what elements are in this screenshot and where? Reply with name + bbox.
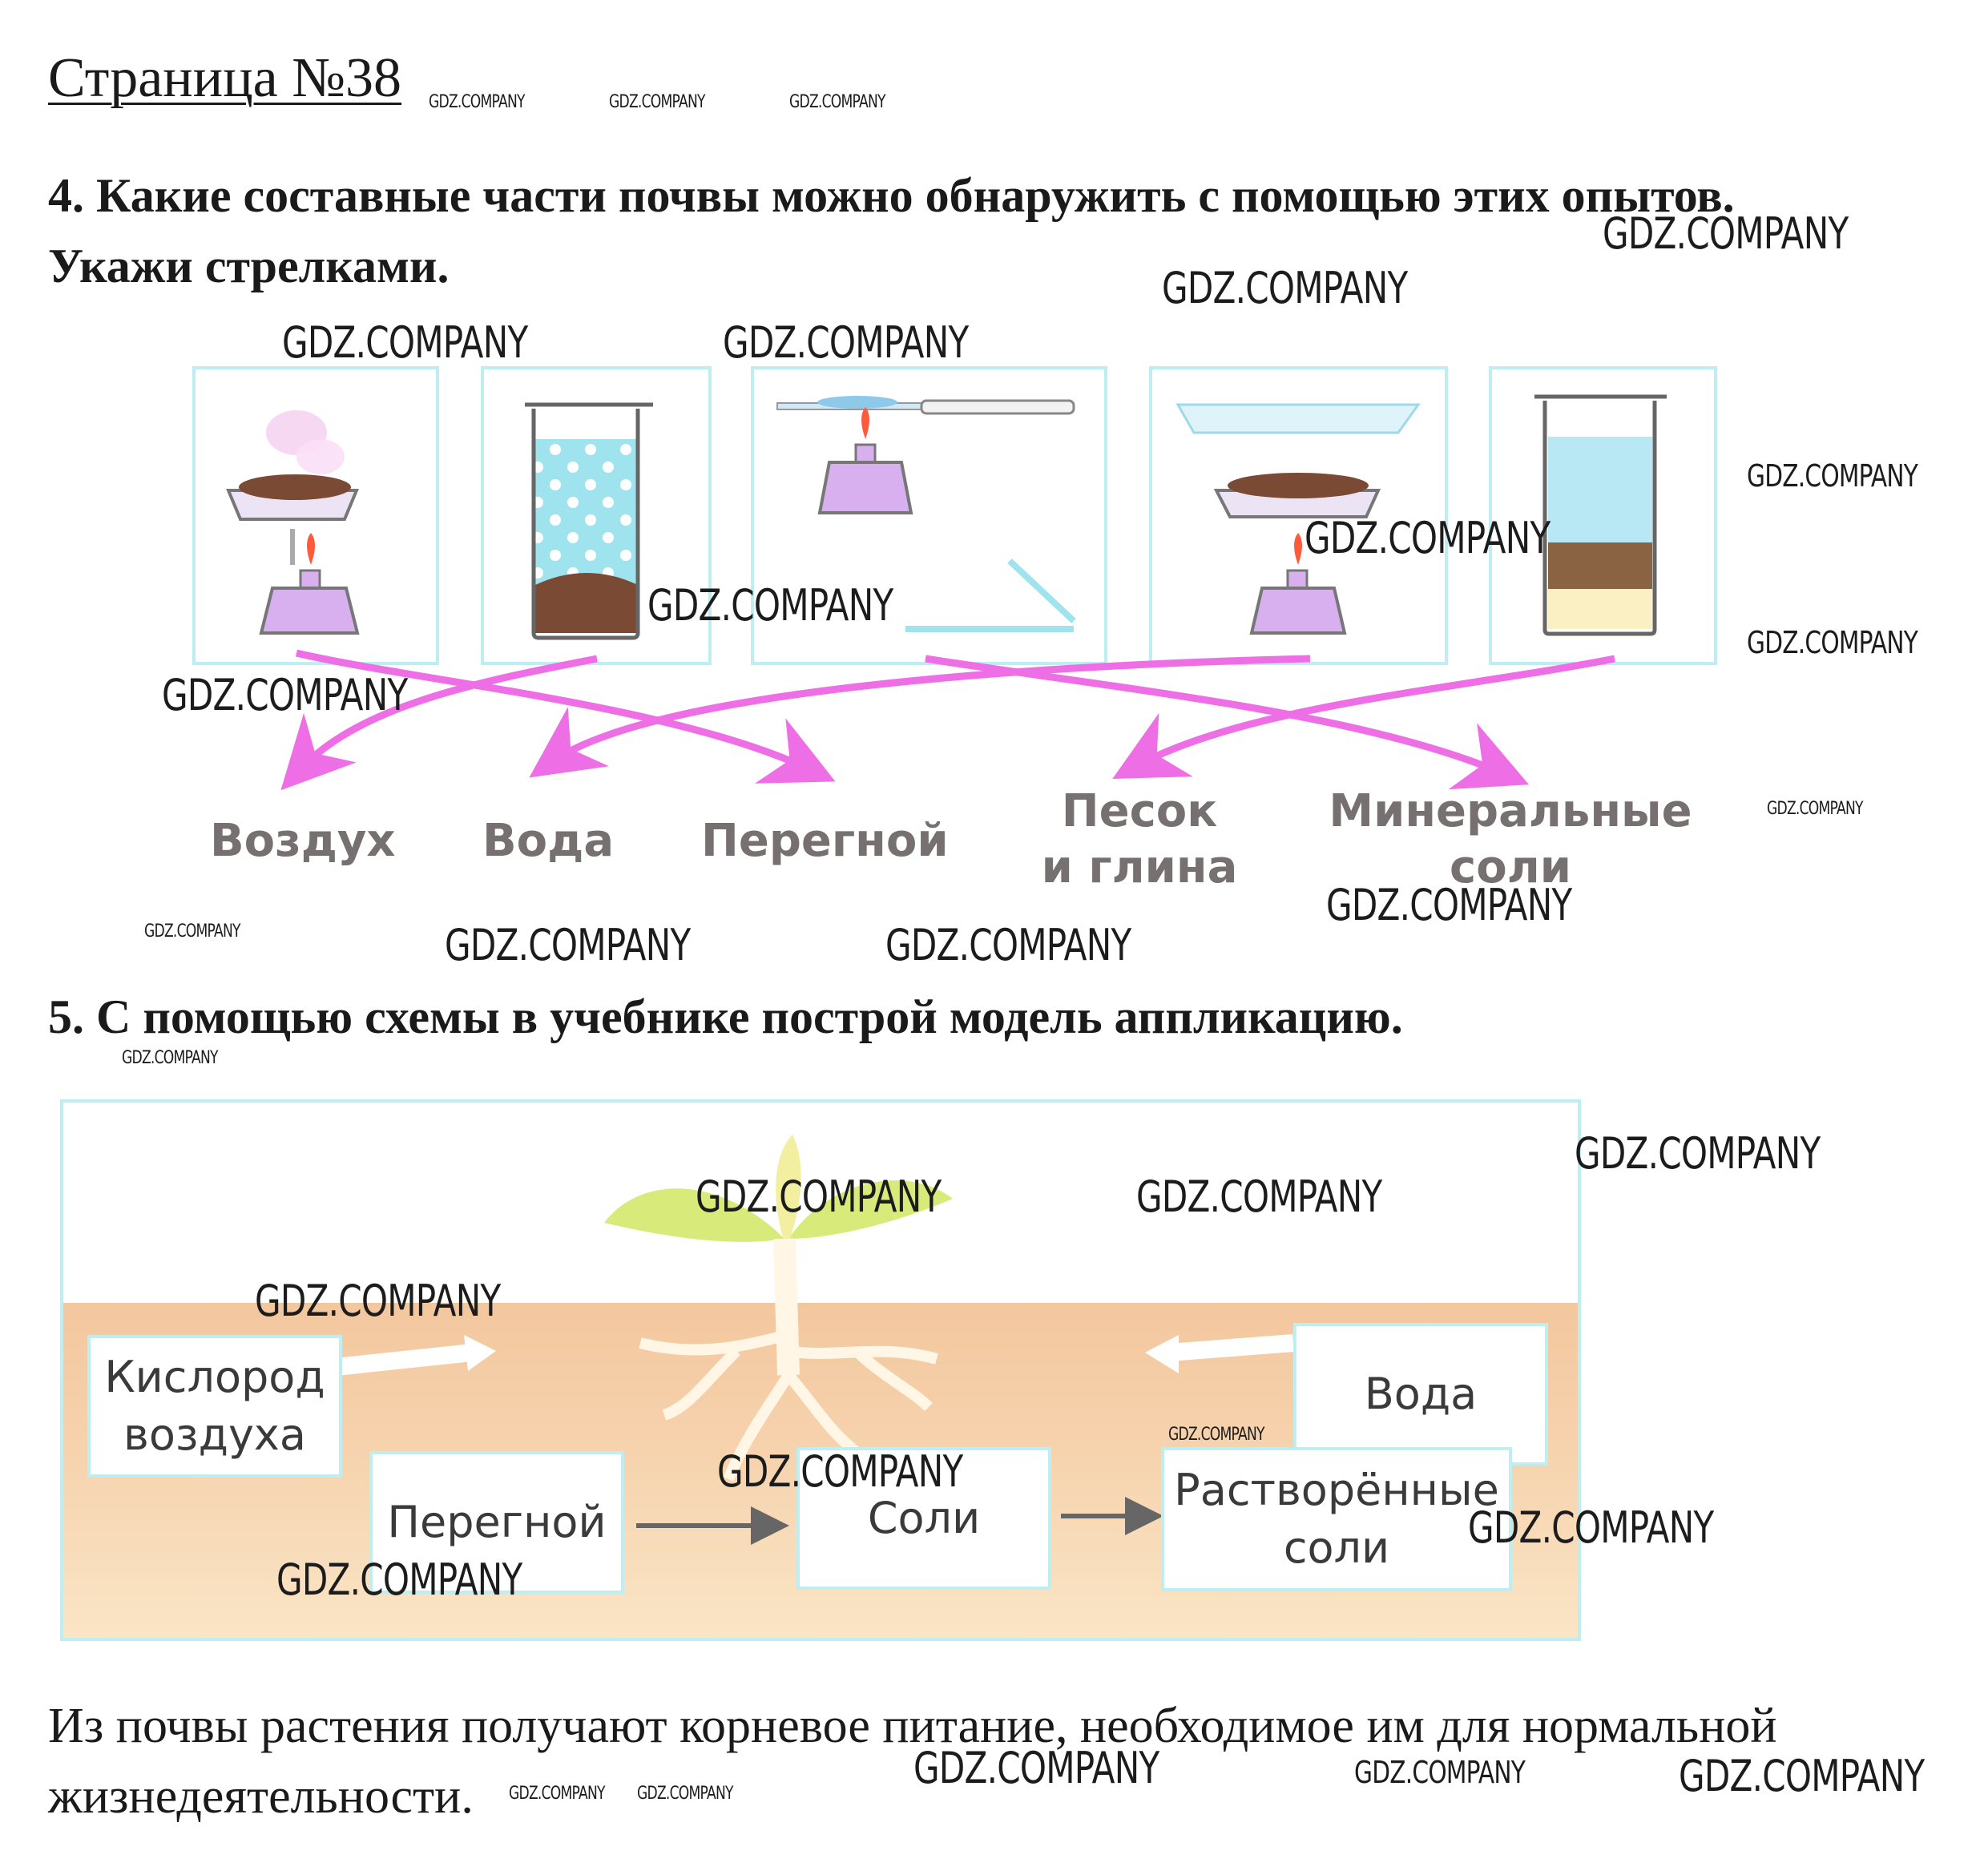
- box-oxygen: Кислород воздуха: [87, 1335, 342, 1478]
- oxygen-line1: Кислород: [104, 1352, 325, 1402]
- box-salts: Соли: [796, 1447, 1051, 1590]
- watermark: GDZ.COMPANY: [1747, 625, 1918, 660]
- conclusion-line1: Из почвы растения получают корневое пита…: [48, 1699, 1777, 1753]
- box-humus: Перегной: [369, 1451, 624, 1594]
- arrow-settling-to-sand: [1112, 655, 1615, 779]
- watermark: GDZ.COMPANY: [1354, 1755, 1526, 1790]
- oxygen-line2: воздуха: [123, 1409, 306, 1460]
- label-sand-line2: и глина: [1041, 841, 1238, 893]
- panel2-drawing: [525, 402, 653, 640]
- watermark: GDZ.COMPANY: [1162, 263, 1408, 313]
- label-humus: Перегной: [701, 815, 949, 867]
- watermark: GDZ.COMPANY: [1575, 1128, 1821, 1179]
- watermark: GDZ.COMPANY: [276, 1554, 522, 1605]
- box-water: Вода: [1293, 1323, 1548, 1466]
- watermark: GDZ.COMPANY: [144, 921, 241, 942]
- connecting-arrows: [280, 649, 1615, 791]
- watermark: GDZ.COMPANY: [609, 92, 706, 112]
- watermark: GDZ.COMPANY: [1468, 1502, 1714, 1553]
- watermark: GDZ.COMPANY: [696, 1171, 942, 1222]
- label-mineral-salts: Минеральные соли: [1318, 784, 1703, 896]
- watermark: GDZ.COMPANY: [1136, 1171, 1382, 1222]
- watermark: GDZ.COMPANY: [162, 670, 408, 720]
- panel1-drawing: [226, 410, 360, 635]
- task4-line1: 4. Какие составные части почвы можно обн…: [48, 169, 1735, 222]
- label-minerals-line2: соли: [1450, 841, 1571, 893]
- watermark: GDZ.COMPANY: [647, 580, 893, 631]
- conclusion-line2: жизнедеятельности.: [48, 1769, 474, 1824]
- task5-heading: 5. С помощью схемы в учебнике построй мо…: [48, 990, 1403, 1043]
- watermark: GDZ.COMPANY: [913, 1743, 1159, 1793]
- watermark: GDZ.COMPANY: [1679, 1751, 1925, 1801]
- label-air: Воздух: [210, 815, 396, 867]
- watermark: GDZ.COMPANY: [1168, 1425, 1265, 1445]
- label-minerals-line1: Минеральные: [1329, 785, 1692, 837]
- watermark: GDZ.COMPANY: [723, 317, 969, 368]
- panel4-drawing: [1175, 403, 1421, 635]
- watermark: GDZ.COMPANY: [885, 920, 1131, 970]
- experiment-panel-glass-evaporation: [751, 366, 1107, 665]
- watermark: GDZ.COMPANY: [509, 1784, 606, 1804]
- watermark: GDZ.COMPANY: [282, 317, 528, 368]
- panel5-drawing: [1534, 394, 1667, 636]
- watermark: GDZ.COMPANY: [429, 92, 526, 112]
- box-dissolved-salts: Растворённые соли: [1161, 1447, 1512, 1591]
- label-sand-clay: Песок и глина: [1027, 784, 1252, 896]
- watermark: GDZ.COMPANY: [445, 920, 691, 970]
- watermark: GDZ.COMPANY: [1747, 458, 1918, 494]
- watermark: GDZ.COMPANY: [717, 1446, 963, 1497]
- watermark: GDZ.COMPANY: [1304, 513, 1550, 563]
- watermark: GDZ.COMPANY: [1603, 208, 1849, 259]
- watermark: GDZ.COMPANY: [637, 1784, 734, 1804]
- page-title: Страница №38: [48, 47, 402, 109]
- dissolved-line1: Растворённые: [1174, 1465, 1499, 1515]
- watermark: GDZ.COMPANY: [789, 92, 886, 112]
- soil-nutrition-scheme: Кислород воздуха Вода Перегной Соли Раст…: [60, 1099, 1581, 1641]
- watermark: GDZ.COMPANY: [255, 1276, 501, 1326]
- dissolved-line2: соли: [1283, 1522, 1390, 1573]
- watermark: GDZ.COMPANY: [122, 1048, 219, 1068]
- conclusion-text: Из почвы растения получают корневое пита…: [48, 1691, 1955, 1832]
- plant-illustration: [334, 1135, 1294, 1545]
- arrow-coldglass-to-water: [529, 655, 1311, 778]
- watermark: GDZ.COMPANY: [1326, 880, 1572, 930]
- watermark: GDZ.COMPANY: [1767, 799, 1864, 819]
- task4-line2: Укажи стрелками.: [48, 240, 450, 292]
- arrow-heating-to-humus: [295, 649, 836, 784]
- panel3-drawing: [776, 396, 1076, 632]
- label-sand-line1: Песок: [1061, 785, 1218, 837]
- arrow-beaker-to-air: [280, 655, 598, 791]
- label-water: Вода: [482, 815, 615, 867]
